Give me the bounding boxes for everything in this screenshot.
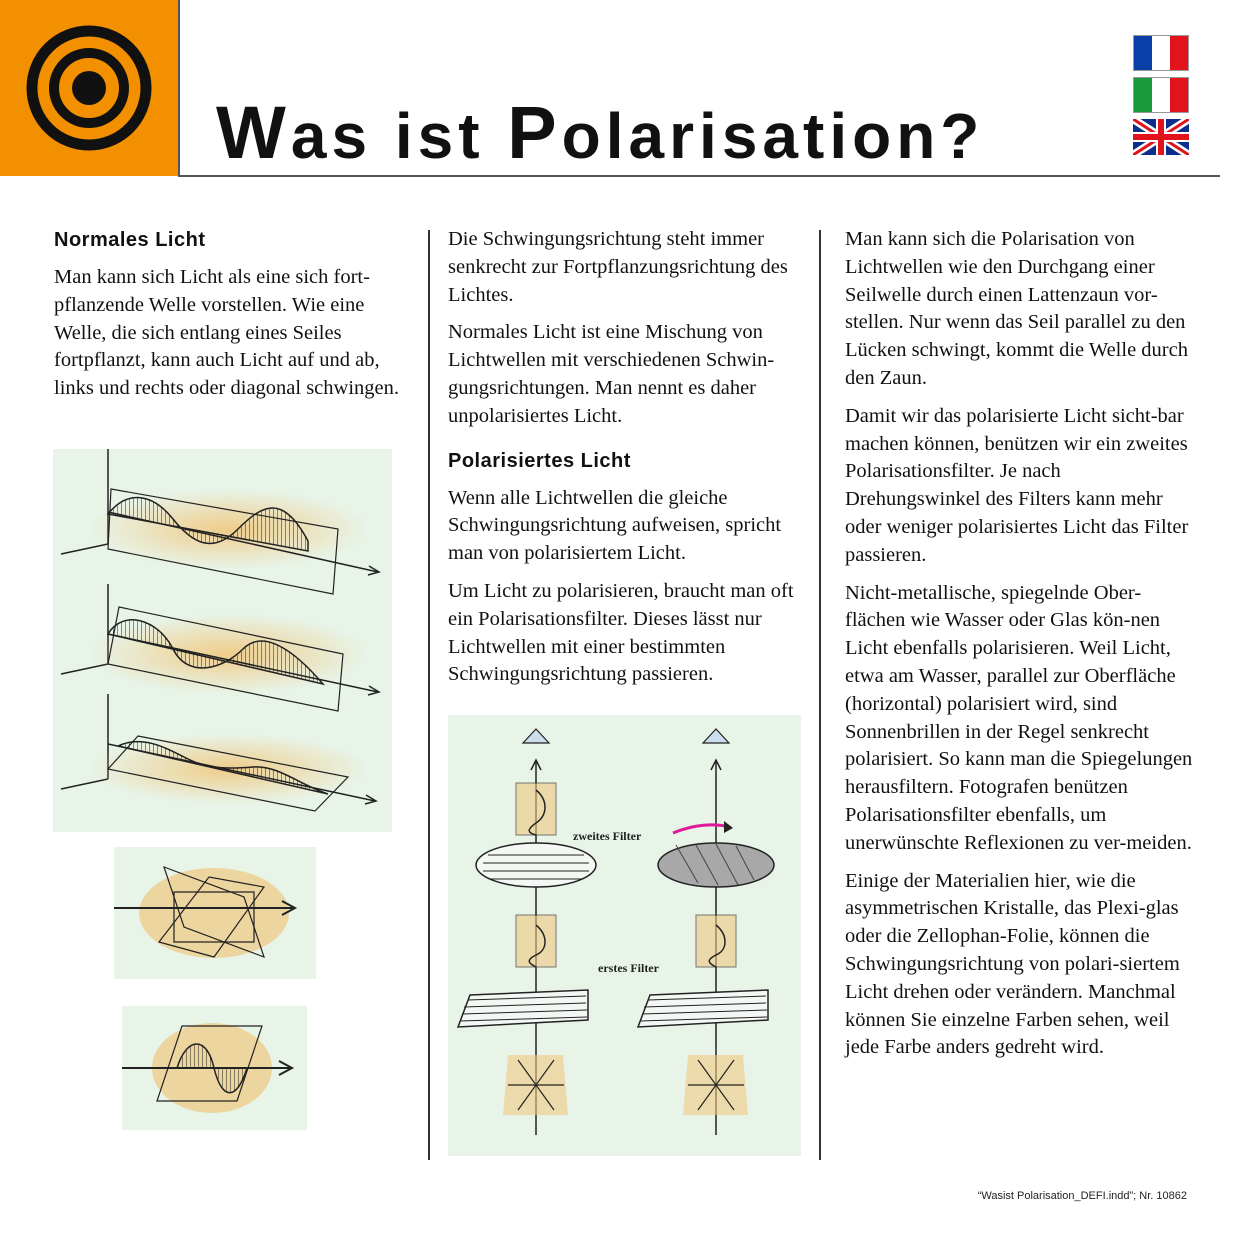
language-switcher <box>1133 35 1189 161</box>
column-right: Man kann sich die Polarisation von Licht… <box>845 226 1193 1072</box>
flag-italian-icon[interactable] <box>1133 77 1189 113</box>
header-rule <box>178 175 1220 177</box>
paragraph: Damit wir das polarisierte Licht sicht-b… <box>845 404 1189 566</box>
filter-illustration: zweites Filter erstes Filter <box>448 715 801 1156</box>
logo <box>0 0 178 176</box>
logo-divider <box>178 0 180 177</box>
paragraph: Einige der Materialien hier, wie die asy… <box>845 869 1180 1059</box>
label-second-filter: zweites Filter <box>573 829 642 843</box>
paragraph: Die Schwingungsrichtung steht immer senk… <box>448 228 788 306</box>
paragraph: Normales Licht ist eine Mischung von Lic… <box>448 321 775 427</box>
target-logo-icon <box>26 25 152 151</box>
unpolarized-illustration <box>114 847 316 979</box>
paragraph: Man kann sich Licht als eine sich fort-p… <box>54 266 400 400</box>
paragraph: Um Licht zu polarisieren, braucht man of… <box>448 579 794 686</box>
column-left: Normales Licht Man kann sich Licht als e… <box>54 226 404 413</box>
footer-file-reference: “Wasist Polarisation_DEFI.indd”; Nr. 108… <box>977 1190 1187 1202</box>
column-divider <box>819 230 821 1160</box>
paragraph: Man kann sich die Polarisation von Licht… <box>845 228 1188 389</box>
wave-illustration <box>53 449 392 832</box>
heading-normales-licht: Normales Licht <box>54 229 206 251</box>
label-first-filter: erstes Filter <box>598 961 660 975</box>
paragraph: Wenn alle Lichtwellen die gleiche Schwin… <box>448 486 782 565</box>
polarized-illustration <box>122 1006 307 1130</box>
column-middle: Die Schwingungsrichtung steht immer senk… <box>448 226 798 699</box>
page-title: Was ist Polarisation? <box>216 91 985 174</box>
flag-british-icon[interactable] <box>1133 119 1189 155</box>
paragraph: Nicht-metallische, spiegelnde Ober-fläch… <box>845 581 1193 854</box>
heading-polarisiertes-licht: Polarisiertes Licht <box>448 449 631 472</box>
column-divider <box>428 230 430 1160</box>
flag-french-icon[interactable] <box>1133 35 1189 71</box>
